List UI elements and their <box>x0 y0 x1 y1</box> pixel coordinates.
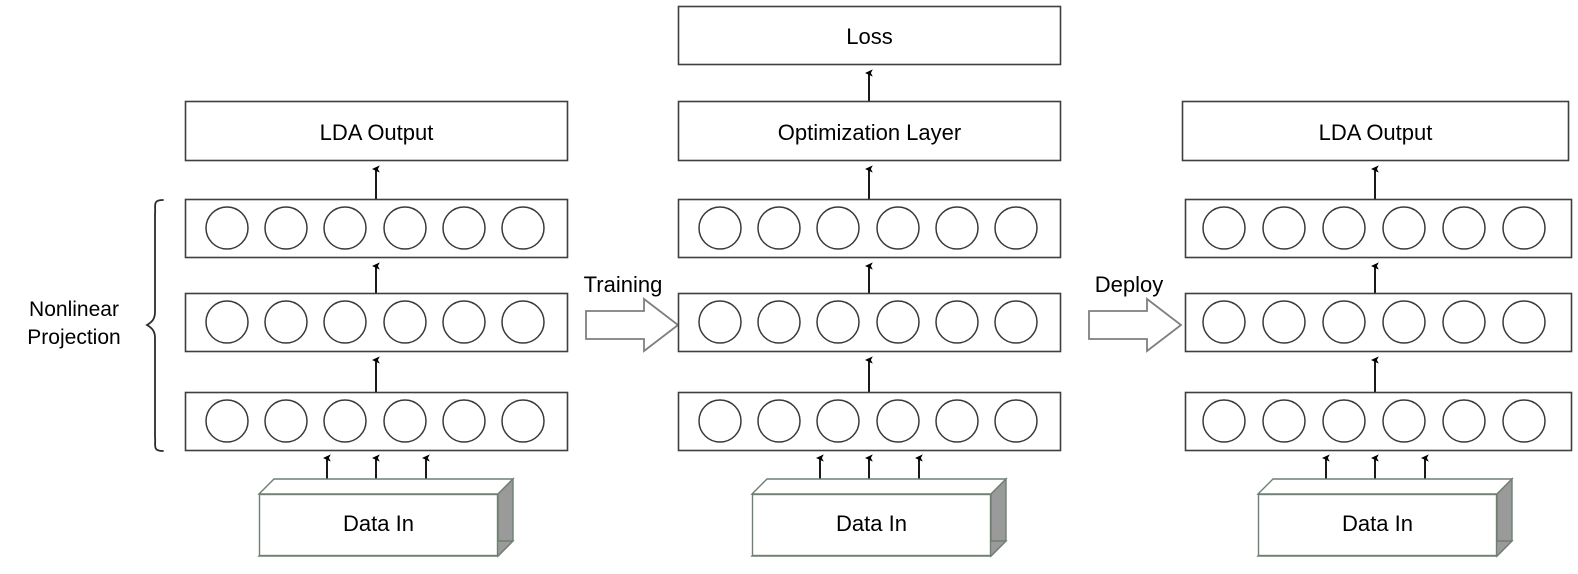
nonlinear-projection-label-line1: Nonlinear <box>29 298 119 321</box>
middle-loss-label: Loss <box>846 24 893 49</box>
middle-layer-2-box <box>677 292 1062 353</box>
deploy-transition-label: Deploy <box>1094 272 1164 297</box>
training-block-arrow <box>585 297 680 353</box>
right-lda-output-label: LDA Output <box>1318 120 1433 145</box>
middle-layer-1-neurons <box>698 399 1038 443</box>
right-data-in-label: Data In <box>1342 511 1413 536</box>
training-transition-label: Training <box>583 272 663 297</box>
left-lda-output-label: LDA Output <box>319 120 434 145</box>
column-left <box>145 100 569 558</box>
nonlinear-projection-brace <box>145 199 164 452</box>
deploy-block-arrow <box>1088 297 1183 353</box>
left-lda-output-box <box>184 100 569 162</box>
column-right <box>1181 100 1573 558</box>
left-data-in-label: Data In <box>343 511 414 536</box>
left-layer-1-neurons <box>205 399 545 443</box>
right-layer-1-neurons <box>1202 399 1546 443</box>
left-layer-3-neurons <box>205 206 545 250</box>
middle-data-in-cube <box>750 477 1008 558</box>
right-layer-2-neurons <box>1202 300 1546 344</box>
left-layer-2-neurons <box>205 300 545 344</box>
left-data-in-cube <box>257 477 515 558</box>
middle-optimization-layer-box <box>677 100 1062 162</box>
right-layer-3-neurons <box>1202 206 1546 250</box>
middle-layer-3-neurons <box>698 206 1038 250</box>
middle-data-in-label: Data In <box>836 511 907 536</box>
right-lda-output-box <box>1181 100 1570 162</box>
column-middle <box>677 5 1062 558</box>
middle-layer-2-neurons <box>698 300 1038 344</box>
right-data-in-cube <box>1256 477 1514 558</box>
middle-loss-box <box>677 5 1062 66</box>
nonlinear-projection-label-line2: Projection <box>27 326 121 349</box>
middle-optimization-layer-label: Optimization Layer <box>777 120 962 145</box>
